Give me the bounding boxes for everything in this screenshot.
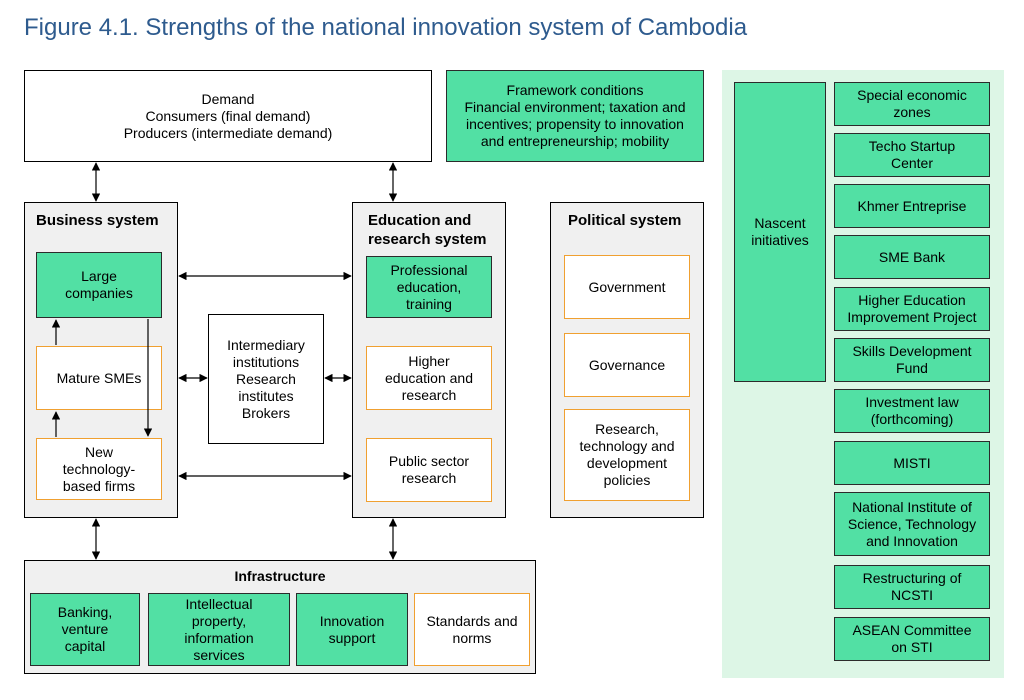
nascent-item-restructuring-ncsti: Restructuring of NCSTI [834,565,990,609]
nascent-initiatives-label: Nascent initiatives [734,82,826,382]
higher-education-box: Higher education and research [366,346,492,410]
intermediary-institutions-box: Intermediary institutions Research insti… [208,314,324,444]
new-technology-firms-box: New technology- based firms [36,438,162,500]
nascent-item-asean-committee-sti: ASEAN Committee on STI [834,617,990,661]
framework-conditions-box: Framework conditions Financial environme… [446,70,704,162]
professional-education-box: Professional education, training [366,256,492,318]
nascent-item-skills-development-fund: Skills Development Fund [834,338,990,382]
governance-box: Governance [564,333,690,397]
business-system-title: Business system [36,212,159,229]
nascent-item-nistic: National Institute of Science, Technolog… [834,492,990,556]
standards-norms-box: Standards and norms [414,593,530,666]
political-system-title: Political system [568,212,682,229]
nascent-item-investment-law: Investment law (forthcoming) [834,389,990,433]
large-companies-box: Large companies [36,252,162,318]
mature-smes-box: Mature SMEs [36,346,162,410]
innovation-support-box: Innovation support [296,593,408,666]
banking-venture-capital-box: Banking, venture capital [30,593,140,666]
nascent-item-techo-startup-center: Techo Startup Center [834,133,990,177]
government-box: Government [564,255,690,319]
intellectual-property-box: Intellectual property, information servi… [148,593,290,666]
nascent-item-special-economic-zones: Special economic zones [834,82,990,126]
figure-title: Figure 4.1. Strengths of the national in… [24,14,748,41]
nascent-item-higher-education-improvement-project: Higher Education Improvement Project [834,287,990,331]
nascent-item-khmer-entreprise: Khmer Entreprise [834,184,990,228]
demand-box: Demand Consumers (final demand) Producer… [24,70,432,162]
nascent-item-misti: MISTI [834,441,990,485]
education-research-title: Education and research system [368,212,487,248]
rtd-policies-box: Research, technology and development pol… [564,409,690,501]
infrastructure-title: Infrastructure [234,568,326,584]
nascent-item-sme-bank: SME Bank [834,235,990,279]
public-sector-research-box: Public sector research [366,438,492,502]
